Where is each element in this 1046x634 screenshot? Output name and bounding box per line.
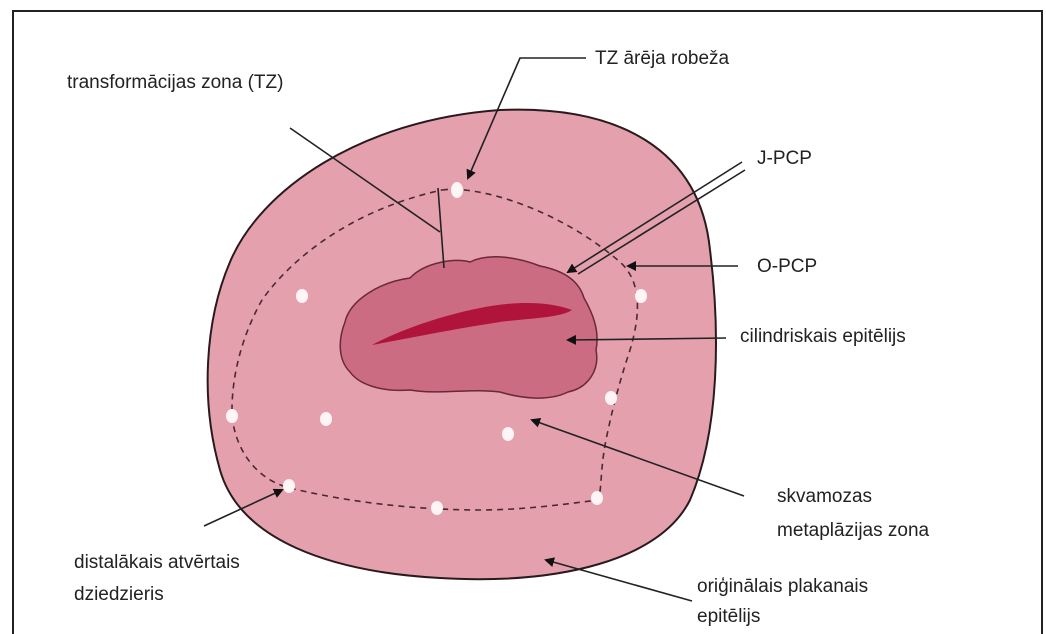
label-j-pcp: J-PCP [757,146,812,172]
label-transformation-zone: transformācijas zona (TZ) [67,70,283,96]
label-o-pcp: O-PCP [757,254,817,280]
label-distal-gland-2: dziedzieris [74,582,164,608]
label-tz-outer-border: TZ ārēja robeža [595,46,729,72]
label-squamous-metaplasia-2: metaplāzijas zona [777,518,929,544]
original-squamous-pointer [546,560,692,601]
label-distal-gland-1: distalākais atvērtais [74,550,240,576]
label-columnar-epithelium: cilindriskais epitēlijs [740,324,906,350]
label-original-squamous-1: oriģinālais plakanais [697,574,868,600]
label-original-squamous-2: epitēlijs [697,604,760,630]
label-squamous-metaplasia-1: skvamozas [777,484,872,510]
